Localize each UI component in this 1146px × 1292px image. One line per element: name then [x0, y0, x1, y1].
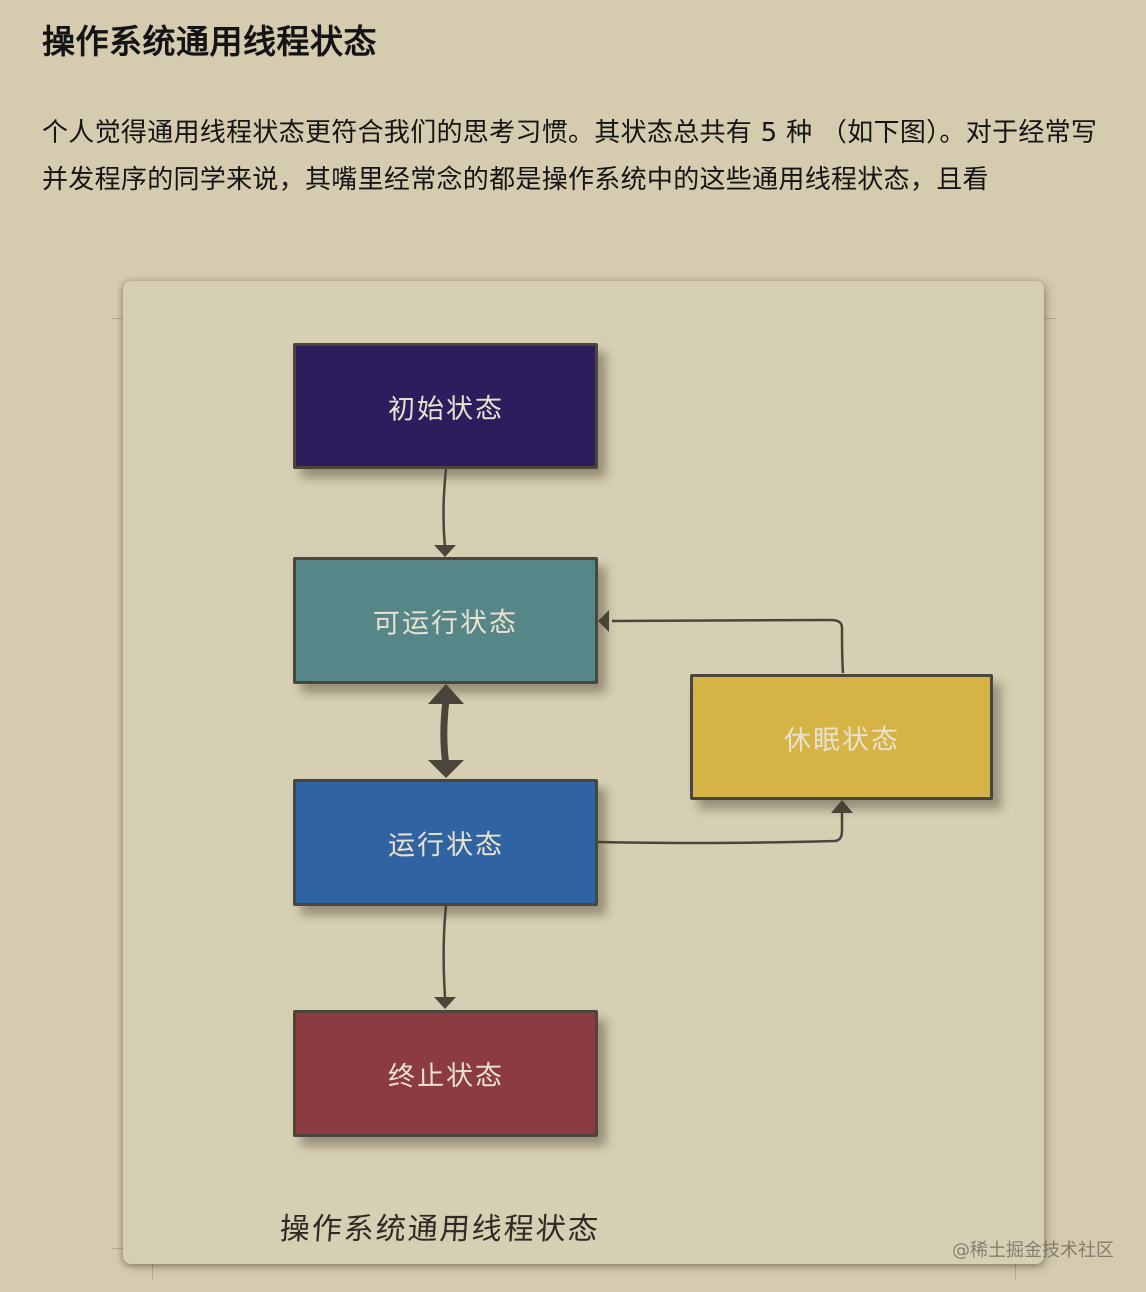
page-title: 操作系统通用线程状态: [42, 22, 377, 61]
state-label: 初始状态: [387, 392, 504, 426]
state-terminated: 终止状态: [293, 1010, 598, 1137]
watermark: @稀土掘金技术社区: [952, 1240, 1114, 1261]
guide-line: [1015, 1264, 1016, 1280]
state-runnable: 可运行状态: [293, 557, 598, 684]
state-initial: 初始状态: [293, 343, 598, 469]
state-running: 运行状态: [293, 779, 598, 906]
guide-line: [112, 318, 124, 319]
guide-line: [1044, 318, 1056, 319]
guide-line: [152, 1264, 153, 1280]
state-label: 终止状态: [387, 1060, 504, 1093]
state-label: 可运行状态: [372, 607, 519, 640]
state-label: 运行状态: [387, 829, 504, 862]
state-sleeping: 休眠状态: [690, 674, 993, 800]
state-label: 休眠状态: [783, 723, 900, 757]
diagram-caption: 操作系统通用线程状态: [278, 1212, 601, 1247]
article-paragraph: 个人觉得通用线程状态更符合我们的思考习惯。其状态总共有 5 种 （如下图）。对于…: [42, 118, 1098, 195]
guide-line: [112, 1248, 124, 1249]
